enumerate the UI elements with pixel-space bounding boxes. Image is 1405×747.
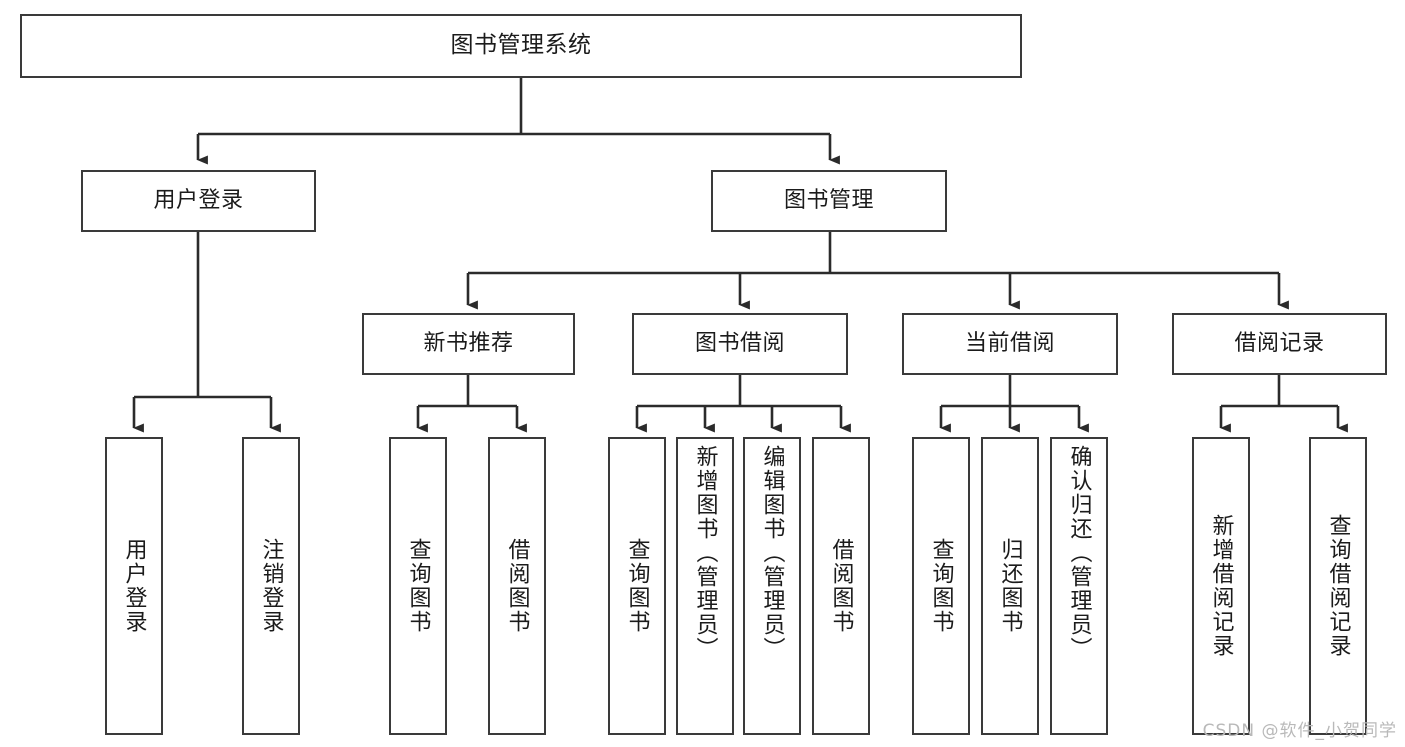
node-label: 用户登录 (121, 538, 147, 634)
node-label: 查询借阅记录 (1325, 514, 1351, 658)
node-label: 新增图书（管理员） (692, 445, 718, 661)
node-user-login[interactable]: 用户登录 (81, 170, 316, 232)
node-book-borrow[interactable]: 图书借阅 (632, 313, 848, 375)
node-borrow-record[interactable]: 借阅记录 (1172, 313, 1387, 375)
node-book-manage[interactable]: 图书管理 (711, 170, 947, 232)
node-label: 图书管理系统 (450, 32, 592, 59)
node-leaf-return-book[interactable]: 归还图书 (981, 437, 1039, 735)
node-leaf-add-record[interactable]: 新增借阅记录 (1192, 437, 1250, 735)
node-label: 编辑图书（管理员） (759, 445, 785, 661)
node-leaf-query-book-3[interactable]: 查询图书 (912, 437, 970, 735)
node-current-borrow[interactable]: 当前借阅 (902, 313, 1118, 375)
node-label: 借阅图书 (828, 538, 854, 634)
node-leaf-query-book-2[interactable]: 查询图书 (608, 437, 666, 735)
node-leaf-borrow-book-1[interactable]: 借阅图书 (488, 437, 546, 735)
csdn-watermark: CSDN @软件_小贺同学 (1202, 721, 1397, 741)
node-label: 图书管理 (783, 188, 874, 214)
node-label: 查询图书 (928, 538, 954, 634)
node-label: 借阅图书 (504, 538, 530, 634)
node-label: 注销登录 (258, 538, 284, 634)
node-new-book-recommend[interactable]: 新书推荐 (362, 313, 575, 375)
node-label: 归还图书 (997, 538, 1023, 634)
node-leaf-query-book-1[interactable]: 查询图书 (389, 437, 447, 735)
node-label: 当前借阅 (964, 331, 1055, 357)
node-label: 用户登录 (153, 188, 244, 214)
node-label: 查询图书 (624, 538, 650, 634)
node-label: 借阅记录 (1234, 331, 1325, 357)
node-root-book-management-system[interactable]: 图书管理系统 (20, 14, 1022, 78)
node-leaf-query-record[interactable]: 查询借阅记录 (1309, 437, 1367, 735)
node-leaf-user-login[interactable]: 用户登录 (105, 437, 163, 735)
node-leaf-edit-book[interactable]: 编辑图书（管理员） (743, 437, 801, 735)
node-leaf-add-book[interactable]: 新增图书（管理员） (676, 437, 734, 735)
node-label: 查询图书 (405, 538, 431, 634)
node-leaf-borrow-book-2[interactable]: 借阅图书 (812, 437, 870, 735)
node-leaf-confirm-return[interactable]: 确认归还（管理员） (1050, 437, 1108, 735)
node-label: 图书借阅 (694, 331, 785, 357)
node-leaf-logout[interactable]: 注销登录 (242, 437, 300, 735)
node-label: 新增借阅记录 (1208, 514, 1234, 658)
node-label: 确认归还（管理员） (1066, 445, 1092, 661)
node-label: 新书推荐 (423, 331, 514, 357)
